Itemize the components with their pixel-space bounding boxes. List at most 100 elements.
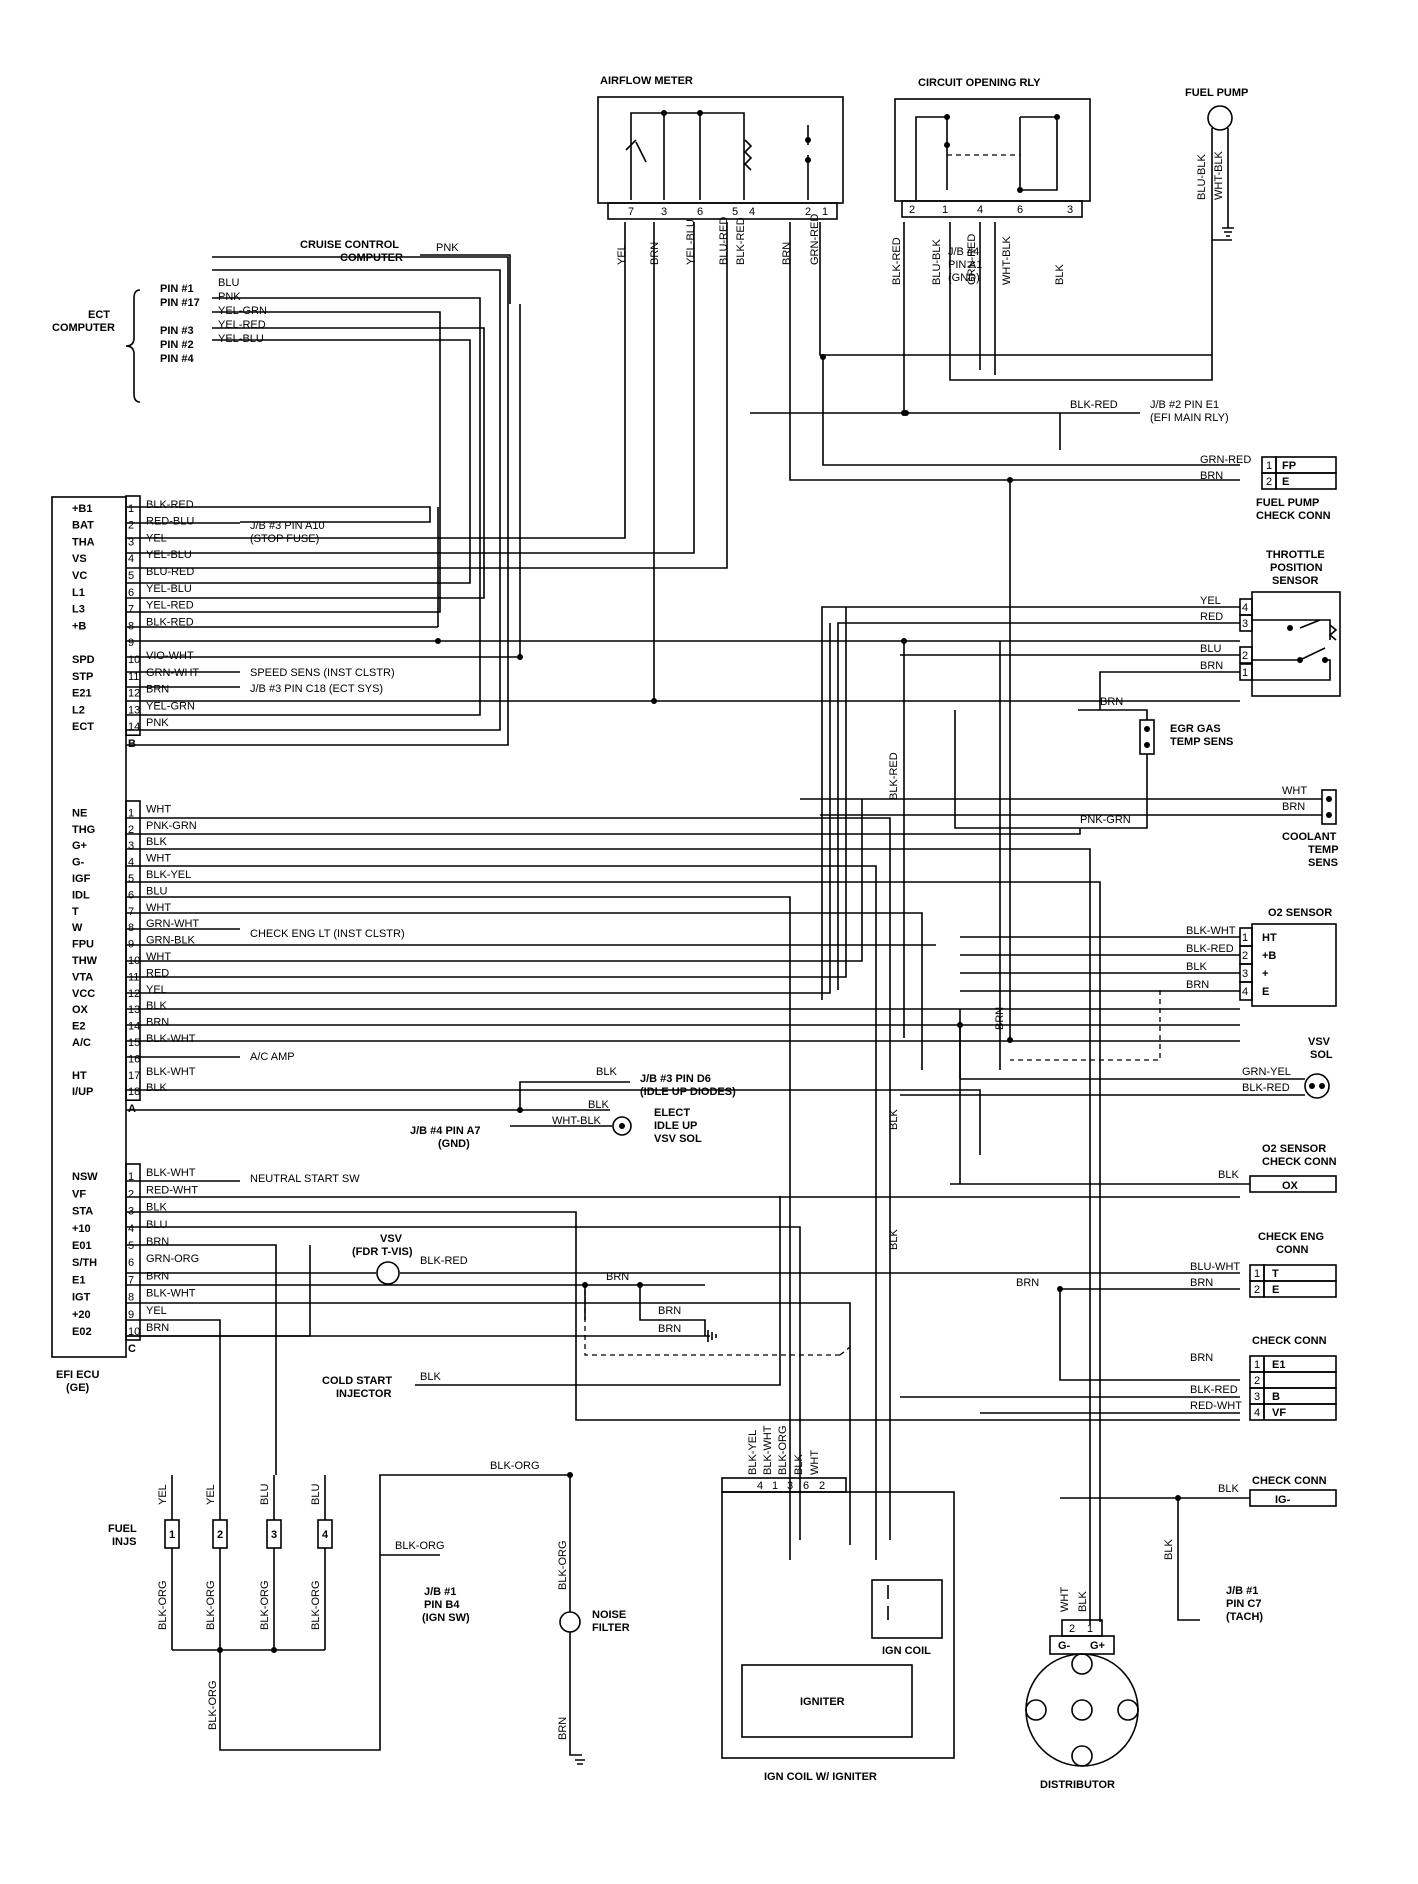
ecu-pin-num: 16 (128, 1053, 140, 1065)
ecu-pin-num: 10 (128, 1326, 140, 1338)
ecu-pin-name: I/UP (72, 1086, 93, 1098)
injector-wire-bottom: BLK-ORG (205, 1580, 217, 1630)
idle-up-2: IDLE UP (654, 1120, 697, 1132)
ecu-pin-name: L3 (72, 604, 85, 616)
coolant-1: COOLANT (1282, 831, 1337, 843)
o2-sensor-check-conn: O2 SENSOR CHECK CONN OX BLK (950, 1143, 1337, 1193)
vsv-fdr-1: VSV (380, 1233, 403, 1245)
igniter-pin: 1 (772, 1480, 778, 1492)
ecu-pin-num: 13 (128, 1004, 140, 1016)
ect-pin: PIN #1 (160, 283, 194, 295)
relay-wire: BLK (1054, 264, 1066, 285)
ecu-pin-num: 14 (128, 721, 140, 733)
ecu-pin-num: 12 (128, 688, 140, 700)
distributor-cap-icon (1025, 1653, 1139, 1767)
ecu-pin-wire: BLK-RED (146, 499, 194, 511)
ecu-pin-name: T (72, 906, 79, 918)
ect-wire: YEL-GRN (218, 305, 267, 317)
airflow-pin: 4 (749, 206, 755, 218)
injector-num: 3 (271, 1529, 277, 1541)
ecu-pin-name: HT (72, 1070, 87, 1082)
ect-pin: PIN #2 (160, 339, 194, 351)
check-eng-name: E (1272, 1284, 1279, 1296)
ecu-pin-num: 1 (128, 1171, 134, 1183)
ecu-pin-name: IDL (72, 889, 90, 901)
ecu-pin-wire: YEL (146, 984, 167, 996)
relay-pin: 4 (977, 204, 983, 216)
tps-1: THROTTLE (1266, 549, 1325, 561)
airflow-wire: BRN (781, 242, 793, 265)
note-neutral-start: NEUTRAL START SW (250, 1173, 360, 1185)
fp-conn-pin: 2 (1266, 476, 1272, 488)
noise-wire: BLK-ORG (557, 1540, 569, 1590)
ecu-pin-wire: WHT (146, 902, 171, 914)
tps-pin: 2 (1242, 650, 1248, 662)
ecu-pin-wire: BRN (146, 684, 169, 696)
tps-pin: 1 (1242, 667, 1248, 679)
tps-pin: 4 (1242, 602, 1248, 614)
ecu-pin-name: NE (72, 807, 87, 819)
jb1c7-1: J/B #1 (1226, 1585, 1258, 1597)
ecu-pin-name: VTA (72, 971, 93, 983)
vsv-fdr-t-vis: VSV (FDR T-VIS) BLK-RED (352, 1233, 468, 1285)
vsv-sol-wire-2: BLK-RED (1242, 1082, 1290, 1094)
o2-check-wire: BLK (1218, 1169, 1239, 1181)
airflow-wire: BLK-RED (735, 217, 747, 265)
ect-label-2: COMPUTER (52, 322, 115, 334)
ecu-pin-num: 6 (128, 587, 134, 599)
ecu-pin-wire: BRN (146, 1017, 169, 1029)
airflow-pin: 3 (661, 206, 667, 218)
ecu-pin-wire: BLK (146, 836, 167, 848)
ect-wire: YEL-RED (218, 319, 266, 331)
fuel-pump: FUEL PUMP BLU-BLK WHT-BLK (949, 87, 1248, 381)
check-eng-brn: BRN (1016, 1277, 1039, 1289)
fuel-injs-2: INJS (112, 1536, 136, 1548)
ecu-pin-wire: WHT (146, 951, 171, 963)
cold-start-2: INJECTOR (336, 1388, 391, 1400)
ecu-pin-num: 3 (128, 536, 134, 548)
distributor-title: DISTRIBUTOR (1040, 1779, 1115, 1791)
vsv-sol: VSV SOL GRN-YEL BLK-RED (900, 1036, 1333, 1099)
ecu-pin-num: 2 (128, 824, 134, 836)
ecu-pin-name: E01 (72, 1240, 92, 1252)
airflow-pin: 5 (732, 206, 738, 218)
blk-org-jb1: BLK-ORG (395, 1540, 445, 1552)
tps-2: POSITION (1270, 562, 1323, 574)
ecu-pin-wire: BLK-WHT (146, 1288, 196, 1300)
ecu-pin-wire: BLK (146, 1082, 167, 1094)
ect-pin: PIN #4 (160, 353, 195, 365)
ecu-pin-name: IGT (72, 1292, 91, 1304)
relay-pin: 1 (942, 204, 948, 216)
coolant-wire-1: WHT (1282, 785, 1307, 797)
check-conn-ig-pin: IG- (1275, 1494, 1291, 1506)
ecu-pin-num: 7 (128, 1274, 134, 1286)
ecu-pin-wire: BLK (146, 1000, 167, 1012)
cold-start-wire: BLK (420, 1371, 441, 1383)
ecu-pin-num: 18 (128, 1086, 140, 1098)
ecu-pin-name: NSW (72, 1171, 98, 1183)
ecu-pin-num: 3 (128, 840, 134, 852)
ecu-pin-wire: RED-WHT (146, 1184, 198, 1196)
tps-3: SENSOR (1272, 575, 1319, 587)
jb3d6-2: (IDLE UP DIODES) (640, 1086, 736, 1098)
ecu-label-1: EFI ECU (56, 1369, 99, 1381)
check-eng-name: T (1272, 1268, 1279, 1280)
check-eng-1: CHECK ENG (1258, 1231, 1324, 1243)
note-stop-fuse-2: (STOP FUSE) (250, 533, 319, 545)
cold-start-1: COLD START (322, 1375, 392, 1387)
injector-icon (212, 1519, 228, 1549)
ecu-pin-name: VCC (72, 988, 95, 1000)
egr-wire-1: BRN (1100, 696, 1123, 708)
ecu-conn-letter: C (128, 1343, 136, 1355)
ecu-pin-name: E21 (72, 688, 92, 700)
o2-wire: BLK-RED (1186, 943, 1234, 955)
relay-gnd-2: PIN A1 (948, 259, 982, 271)
ecu-pin-wire: YEL-BLU (146, 583, 192, 595)
jb2-2: (EFI MAIN RLY) (1150, 412, 1229, 424)
ecu-pin-num: 6 (128, 889, 134, 901)
dist-g-minus: G- (1058, 1640, 1071, 1652)
o2-pin-name: HT (1262, 932, 1277, 944)
ecu-pin-name: +B (72, 620, 86, 632)
jb1c7-3: (TACH) (1226, 1611, 1263, 1623)
